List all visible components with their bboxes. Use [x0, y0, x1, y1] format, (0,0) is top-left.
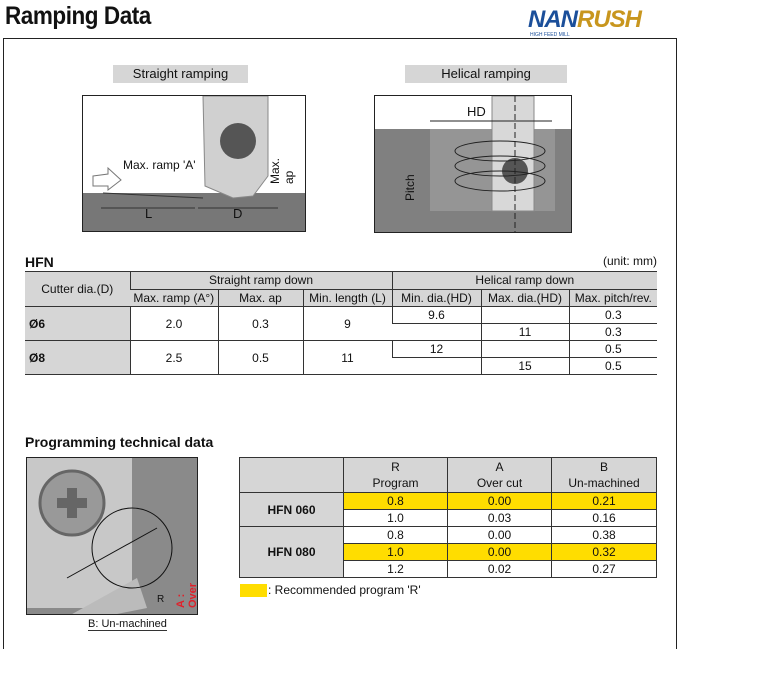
straight-ramping-illustration: [83, 96, 305, 231]
max-pitch: 0.5: [568, 357, 658, 375]
programming-illustration: A : Over cut R: [26, 457, 198, 615]
model-name: HFN 060: [239, 492, 344, 527]
programming-table: R Program A Over cut B Un-machined HFN 060 …: [239, 457, 657, 578]
over-cut-label: A : Over cut: [175, 582, 198, 608]
min-dia: 9.6: [391, 306, 482, 324]
max-ap: 0.3: [217, 306, 303, 341]
cell: 0.00: [447, 492, 552, 510]
min-dia: [392, 357, 482, 375]
max-dia: 15: [480, 357, 570, 375]
table-row: Ø8 2.5 0.5 11 12 0.5: [25, 340, 658, 375]
col-header: Max. ap: [217, 288, 303, 307]
cell: 1.0: [343, 543, 448, 561]
cell: 0.02: [447, 560, 552, 578]
min-length: 11: [302, 340, 393, 375]
max-pitch: 0.5: [568, 340, 658, 358]
max-pitch: 0.3: [568, 323, 658, 341]
straight-ramping-label: Straight ramping: [113, 65, 248, 83]
table-row: 11 0.3: [25, 323, 658, 341]
header-line: Un-machined: [568, 476, 640, 490]
col-header: Min. length (L): [302, 288, 393, 307]
cell: 0.27: [551, 560, 657, 578]
logo-text-a: NAN: [528, 6, 578, 33]
cell: 0.00: [447, 543, 552, 561]
unit-label: (unit: mm): [603, 254, 657, 268]
cell: 1.2: [343, 560, 448, 578]
cell: 0.00: [447, 526, 552, 544]
col-header-b: B Un-machined: [551, 457, 657, 493]
hd-label: HD: [467, 104, 486, 119]
helical-ramping-label: Helical ramping: [405, 65, 567, 83]
helical-ramping-illustration: [375, 96, 571, 232]
max-ramp-label: Max. ramp 'A': [123, 158, 196, 172]
min-dia: 12: [391, 340, 482, 358]
col-header: Max. ramp (A°): [130, 288, 218, 307]
logo-text-b: RUSH: [577, 6, 642, 33]
max-dia: [480, 306, 570, 324]
legend-swatch: [240, 584, 267, 597]
hfn-heading: HFN: [25, 254, 54, 270]
cell: 0.38: [551, 526, 657, 544]
cutter-dia: Ø6: [25, 306, 130, 341]
r-label: R: [157, 594, 165, 605]
header-line: Over cut: [476, 476, 523, 490]
cell: 0.8: [343, 526, 448, 544]
d-label: D: [233, 206, 243, 221]
logo-tagline: HIGH FEED MILL: [530, 32, 570, 38]
table-row: 15 0.5: [25, 357, 658, 375]
min-length: 9: [302, 306, 393, 341]
max-ramp: 2.5: [129, 340, 218, 375]
insert-closeup-image: [27, 458, 173, 614]
table-row: Ø6 2.0 0.3 9 9.6 0.3: [25, 306, 658, 341]
max-pitch: 0.3: [568, 306, 658, 324]
corner-header: [239, 457, 344, 493]
max-dia: 11: [480, 323, 570, 341]
header-line: A: [495, 460, 504, 474]
helical-ramp-header: Helical ramp down: [391, 271, 658, 290]
cell: 0.03: [447, 509, 552, 527]
table-row: HFN 060 0.8 0.00 0.21: [239, 492, 657, 527]
cell: 0.8: [343, 492, 448, 510]
col-header: Max. pitch/rev.: [568, 288, 658, 307]
header-line: Program: [372, 476, 419, 490]
cutter-dia: Ø8: [25, 340, 130, 375]
legend-text: : Recommended program 'R': [268, 583, 421, 597]
cell: 0.21: [551, 492, 657, 510]
content-frame: [3, 38, 677, 649]
max-dia: [480, 340, 570, 358]
cutter-dia-header: Cutter dia.(D): [25, 271, 130, 307]
page-title: Ramping Data: [5, 2, 151, 30]
table-row: 1.2 0.02 0.27: [240, 560, 657, 578]
col-header-r: R Program: [343, 457, 448, 493]
max-ramp: 2.0: [129, 306, 218, 341]
l-label: L: [145, 206, 153, 221]
straight-ramp-header: Straight ramp down: [129, 271, 393, 290]
nanrush-logo: NANRUSH HIGH FEED MILL: [528, 6, 683, 39]
max-ap: 0.5: [217, 340, 303, 375]
table-row: HFN 080 0.8 0.00 0.38: [239, 526, 657, 578]
min-dia: [392, 323, 482, 341]
table-row: 1.0 0.00 0.32: [239, 543, 657, 561]
un-machined-label: B: Un-machined: [88, 618, 167, 631]
programming-heading: Programming technical data: [25, 434, 214, 450]
cell: 0.32: [551, 543, 657, 561]
straight-ramping-diagram: Max. ramp 'A' Max. ap L D: [82, 95, 306, 232]
model-name: HFN 080: [239, 526, 344, 578]
pitch-label: Pitch: [403, 174, 417, 201]
col-header: Min. dia.(HD): [391, 288, 482, 307]
header-line: B: [599, 460, 608, 474]
cell: 1.0: [343, 509, 448, 527]
hfn-ramping-table: Cutter dia.(D) Straight ramp down Helica…: [25, 271, 658, 375]
header-line: R: [391, 460, 400, 474]
col-header: Max. dia.(HD): [480, 288, 570, 307]
col-header-a: A Over cut: [447, 457, 552, 493]
helical-ramping-diagram: HD Pitch: [374, 95, 572, 233]
cell: 0.16: [551, 509, 657, 527]
max-ap-label: Max. ap: [268, 157, 296, 184]
